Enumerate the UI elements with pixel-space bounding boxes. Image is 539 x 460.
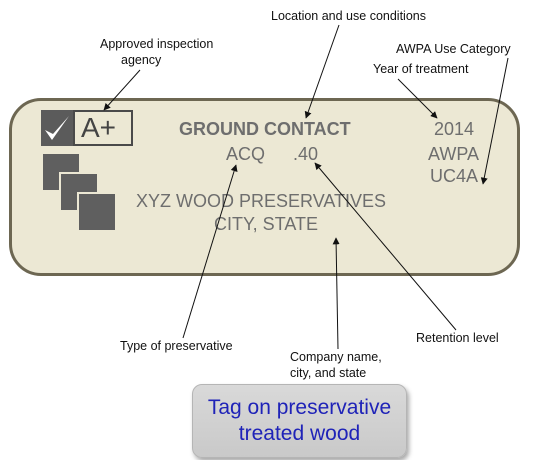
company-text: XYZ WOOD PRESERVATIVES (136, 191, 387, 211)
grade-mark-box: A+ (73, 110, 133, 146)
company-callout-line2: city, and state (290, 366, 367, 380)
company-callout-line1: Company name, (290, 350, 382, 364)
use-condition-text: GROUND CONTACT (179, 119, 351, 139)
inspection-agency-callout-line2: agency (121, 53, 162, 67)
caption-line2: treated wood (238, 422, 361, 445)
caption-box: Tag on preservative treated wood (192, 384, 407, 458)
stacked-squares-logo (41, 152, 117, 232)
city-state-text: CITY, STATE (214, 214, 319, 234)
type-of-preservative-callout: Type of preservative (120, 339, 233, 353)
location-use-callout: Location and use conditions (271, 9, 426, 23)
check-mark-box (41, 110, 73, 146)
grade-mark: A+ (81, 112, 117, 143)
standard-text: AWPA (428, 144, 480, 164)
year-of-treatment-callout: Year of treatment (373, 62, 469, 76)
checkmark-icon (45, 116, 69, 140)
caption-line1: Tag on preservative (207, 396, 392, 419)
awpa-use-category-callout: AWPA Use Category (396, 42, 511, 56)
logo-square-front (77, 192, 117, 232)
year-text: 2014 (434, 119, 475, 139)
retention-text: .40 (293, 144, 319, 164)
preservative-type-text: ACQ (226, 144, 266, 164)
use-category-text: UC4A (430, 166, 479, 186)
inspection-agency-callout-line1: Approved inspection (100, 37, 214, 51)
retention-level-callout: Retention level (416, 331, 499, 345)
